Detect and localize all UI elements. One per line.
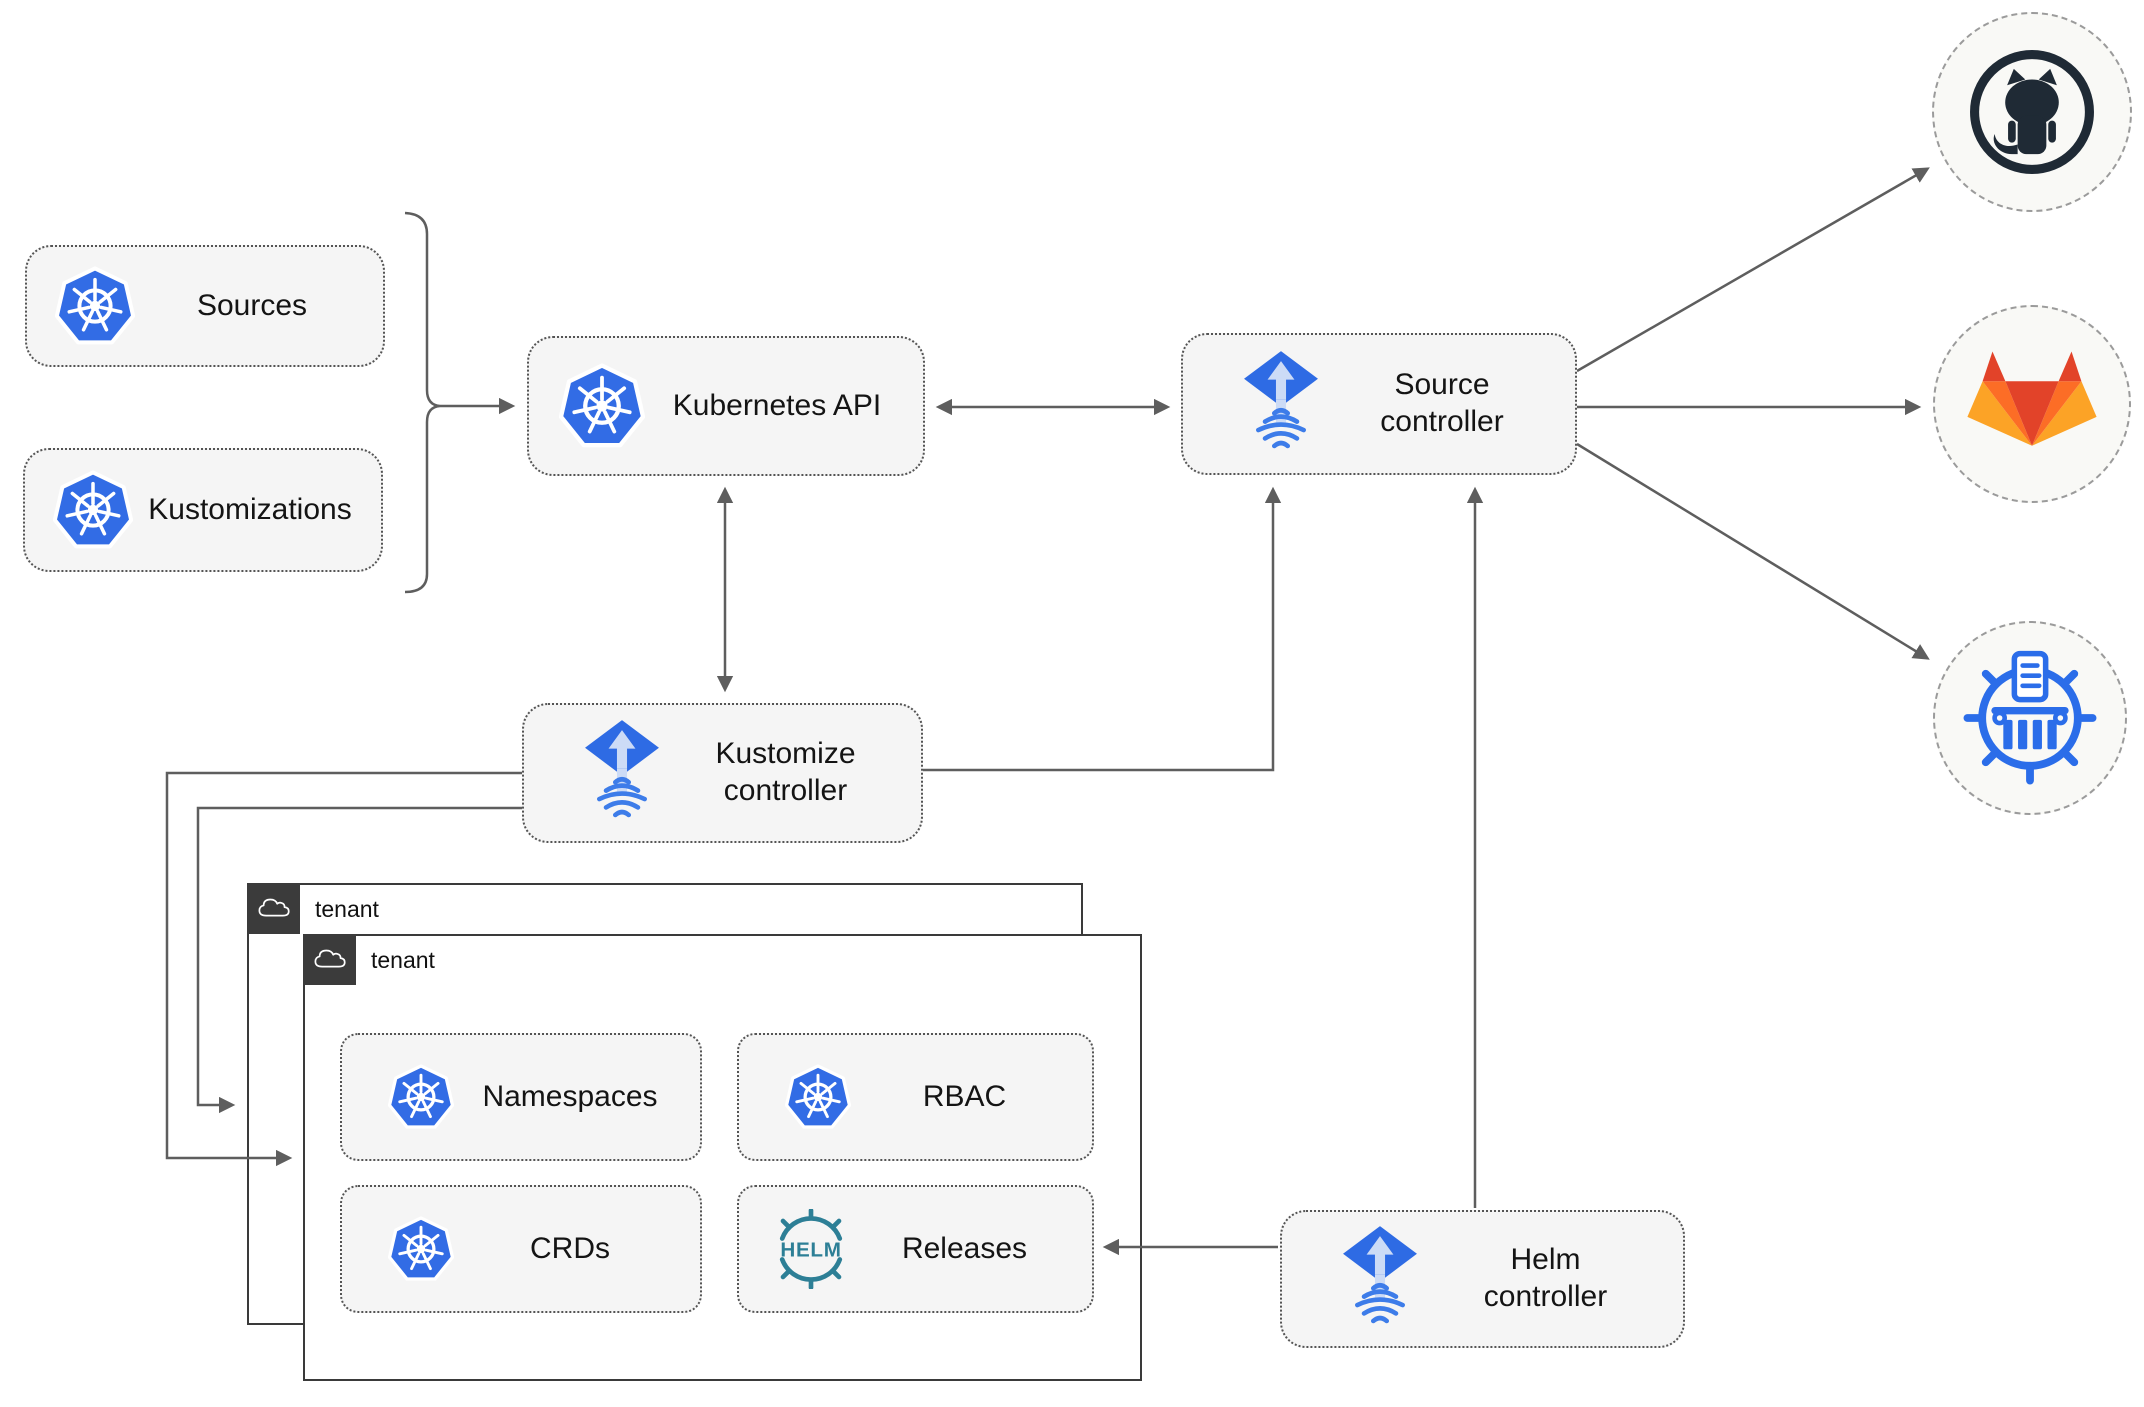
node-label: RBAC xyxy=(922,1079,1007,1113)
node-sources: Sources xyxy=(25,245,385,367)
flux-icon xyxy=(1338,1226,1422,1332)
flux-icon xyxy=(1239,351,1323,457)
cloud-icon xyxy=(256,895,290,921)
chart-repository-wheel-icon xyxy=(1963,650,2097,785)
node-namespaces: Namespaces xyxy=(340,1033,702,1161)
helm-icon: HELM xyxy=(779,1209,843,1289)
helm-logo-text: HELM xyxy=(780,1238,841,1261)
bracket-sources-group xyxy=(404,211,441,594)
flux-icon xyxy=(580,720,664,826)
node-kubernetes-api: Kubernetes API xyxy=(527,336,925,476)
node-label: Namespaces xyxy=(482,1079,658,1113)
edge-sourcectrl-github xyxy=(1576,167,1930,373)
kubernetes-icon xyxy=(388,1064,454,1130)
node-label-line2: controller xyxy=(723,774,848,807)
node-label: CRDs xyxy=(530,1231,610,1265)
node-rbac: RBAC xyxy=(737,1033,1094,1161)
node-label: Kustomize controller xyxy=(664,736,921,809)
node-kustomize-controller: Kustomize controller xyxy=(522,703,923,843)
kubernetes-icon xyxy=(388,1216,454,1282)
node-label: Helm controller xyxy=(1422,1242,1683,1315)
cloud-icon xyxy=(312,946,346,972)
kubernetes-icon xyxy=(785,1064,851,1130)
node-crds: CRDs xyxy=(340,1185,702,1313)
github-repository xyxy=(1932,12,2132,212)
node-label-line2: controller xyxy=(1483,1280,1608,1313)
gitlab-fox-icon xyxy=(1967,351,2097,446)
node-label: Kubernetes API xyxy=(672,388,882,422)
document-glyph xyxy=(2011,650,2049,703)
edge-sourcectrl-chartrepo xyxy=(1576,442,1930,660)
chart-repository xyxy=(1933,621,2127,815)
node-source-controller: Source controller xyxy=(1181,333,1577,475)
tenant-label: tenant xyxy=(315,896,379,922)
node-releases: HELM Releases xyxy=(737,1185,1094,1313)
node-label-line1: Source xyxy=(1394,368,1490,402)
kubernetes-icon xyxy=(53,470,133,550)
node-label: Source controller xyxy=(1323,367,1575,440)
gitlab-repository xyxy=(1933,305,2131,503)
museum-columns-glyph xyxy=(1991,706,2069,750)
node-label: Releases xyxy=(901,1231,1028,1265)
edge-kustomizectrl-sourcectrl xyxy=(923,486,1282,772)
node-kustomizations: Kustomizations xyxy=(23,448,383,572)
tenant-label: tenant xyxy=(371,947,435,973)
node-label-line1: Kustomize xyxy=(715,737,856,771)
kubernetes-icon xyxy=(55,266,135,346)
node-label: Kustomizations xyxy=(148,492,352,526)
kubernetes-icon xyxy=(559,363,645,449)
node-label-line1: Helm xyxy=(1510,1243,1581,1277)
tenant-tab xyxy=(302,933,356,985)
tenant-tab xyxy=(246,882,300,934)
node-label-line2: controller xyxy=(1380,405,1504,438)
node-helm-controller: Helm controller xyxy=(1280,1210,1685,1348)
node-label: Sources xyxy=(196,288,308,322)
github-octocat-icon xyxy=(1970,50,2094,174)
